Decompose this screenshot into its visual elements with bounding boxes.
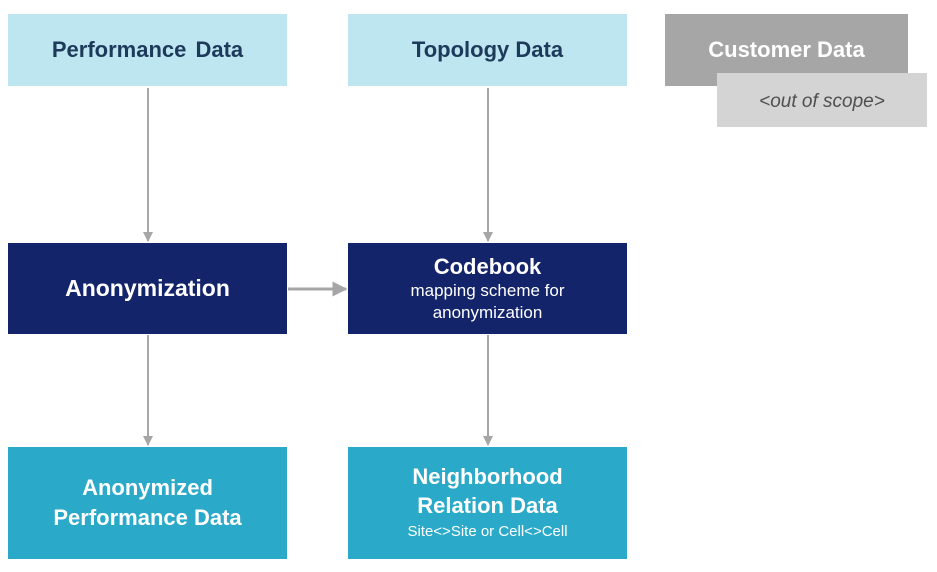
codebook-title: Codebook (433, 253, 542, 279)
neighborhood-label-line2: Relation Data (417, 493, 558, 518)
anonymization-box: Anonymization (8, 243, 287, 334)
topology-data-box: Topology Data (348, 14, 627, 86)
anonymization-label: Anonymization (65, 275, 230, 301)
customer-data-label: Customer Data (708, 37, 865, 62)
neighborhood-relation-data-box: Neighborhood Relation Data Site<>Site or… (348, 447, 627, 559)
performance-data-box: Performance Data (8, 14, 287, 86)
neighborhood-subtitle: Site<>Site or Cell<>Cell (407, 523, 568, 540)
codebook-box: Codebook mapping scheme for anonymizatio… (348, 243, 627, 334)
codebook-description-line2: anonymization (432, 302, 543, 322)
anonymized-label-line1: Anonymized (82, 475, 213, 500)
anonymized-performance-data-box: Anonymized Performance Data (8, 447, 287, 559)
topology-data-label: Topology Data (411, 37, 564, 62)
neighborhood-label-line1: Neighborhood (412, 464, 563, 489)
performance-data-label: Performance Data (51, 37, 244, 62)
anonymized-label-line2: Performance Data (53, 505, 242, 530)
codebook-description-line1: mapping scheme for (410, 280, 565, 300)
out-of-scope-label: <out of scope> (759, 91, 885, 112)
out-of-scope-box: <out of scope> (717, 73, 927, 127)
